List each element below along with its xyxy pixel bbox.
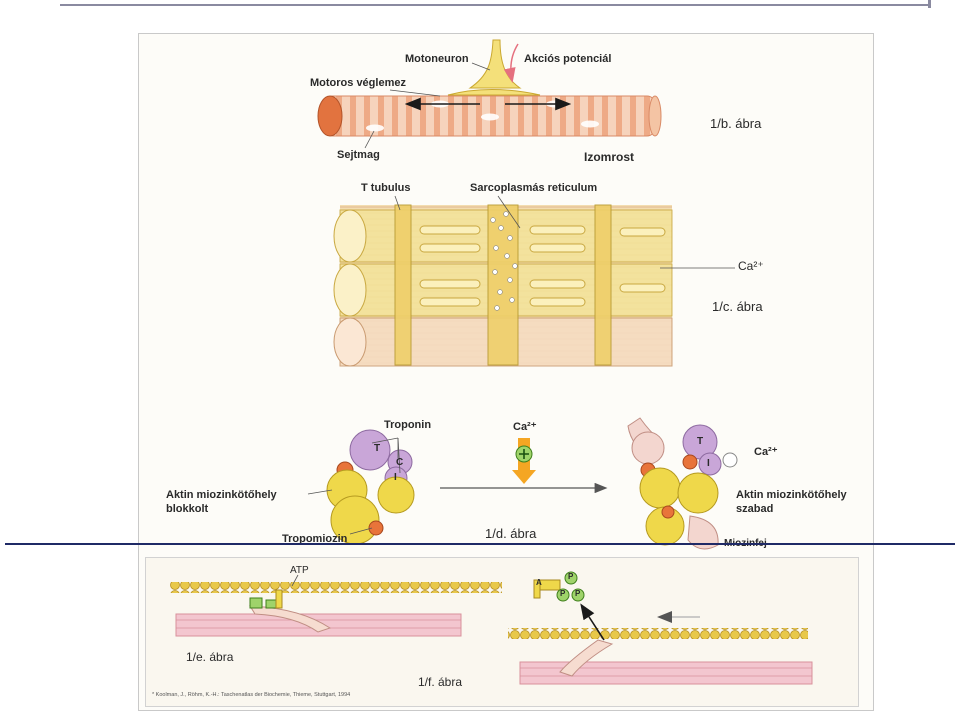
troponin-t-letter-right: T — [697, 436, 704, 447]
slide-top-rule-edge — [928, 0, 931, 8]
free-label: szabad — [736, 503, 774, 515]
tropomyosin-label: Tropomiozin — [282, 533, 348, 545]
sarcoplasmic-reticulum-figure — [333, 195, 735, 367]
blocked-label: blokkolt — [166, 503, 209, 515]
slide-top-rule — [60, 4, 928, 6]
phosphate-left-letter: P — [560, 589, 566, 598]
actin-free-label: Aktin miozinkötőhely — [736, 489, 847, 501]
troponin-label: Troponin — [384, 419, 432, 431]
calcium-ion-label: Ca²⁺ — [738, 259, 764, 273]
troponin-i-letter-right: I — [707, 458, 710, 469]
phosphate-top-letter: P — [568, 572, 574, 581]
atp-label: ATP — [290, 565, 309, 576]
phosphate-right-letter: P — [575, 589, 581, 598]
actin-myosin-figure — [170, 571, 813, 685]
actin-blocked-label: Aktin miozinkötőhely — [166, 489, 277, 501]
nucleus-shape — [366, 124, 384, 132]
troponin-c-letter: C — [396, 457, 404, 468]
figure-1d-label: 1/d. ábra — [485, 526, 537, 541]
figure-1f-label: 1/f. ábra — [418, 675, 463, 689]
calcium-ion-right-label: Ca²⁺ — [754, 446, 778, 458]
motor-endplate-label: Motoros véglemez — [310, 77, 406, 89]
slide-divider-line — [5, 543, 955, 545]
figure-1b-label: 1/b. ábra — [710, 116, 762, 131]
troponin-t-letter: T — [374, 443, 381, 454]
figure-1c-label: 1/c. ábra — [712, 299, 763, 314]
calcium-ion-top-label: Ca²⁺ — [513, 421, 537, 433]
troponin-figure — [307, 417, 738, 550]
action-potential-label: Akciós potenciál — [524, 53, 612, 65]
adp-a-letter: A — [536, 578, 542, 587]
nucleus-label: Sejtmag — [337, 149, 380, 161]
citation-text: * Koolman, J., Röhm, K.-H.: Taschenatlas… — [152, 692, 351, 698]
muscle-fiber-figure — [317, 39, 662, 149]
figure-1e-label: 1/e. ábra — [186, 650, 234, 664]
sarcoplasmic-reticulum-label: Sarcoplasmás reticulum — [470, 182, 598, 194]
muscle-fiber-label: Izomrost — [584, 150, 635, 164]
motoneuron-label: Motoneuron — [405, 53, 469, 65]
t-tubule-label: T tubulus — [361, 182, 411, 194]
troponin-i-letter: I — [394, 472, 397, 483]
